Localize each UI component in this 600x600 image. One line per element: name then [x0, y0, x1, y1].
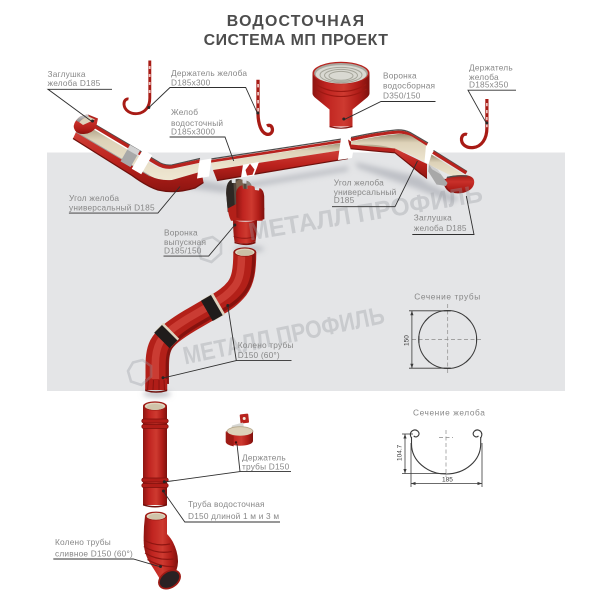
- svg-text:Держатель: Держатель: [469, 63, 513, 73]
- svg-text:Держатель: Держатель: [242, 453, 286, 463]
- svg-text:трубы D150: трубы D150: [242, 462, 290, 472]
- svg-text:104.7: 104.7: [397, 444, 404, 461]
- svg-text:Заглушка: Заглушка: [48, 69, 86, 79]
- svg-text:D185: D185: [334, 195, 355, 205]
- svg-text:Воронка: Воронка: [164, 228, 198, 238]
- svg-text:D150 длиной 1 м и 3 м: D150 длиной 1 м и 3 м: [188, 511, 279, 521]
- svg-text:D185x350: D185x350: [469, 80, 509, 90]
- svg-text:Колено трубы: Колено трубы: [55, 537, 111, 547]
- svg-text:185: 185: [442, 477, 453, 484]
- svg-text:D185x3000: D185x3000: [171, 127, 215, 137]
- svg-text:Сечение трубы: Сечение трубы: [414, 291, 480, 301]
- svg-text:выпускная: выпускная: [164, 237, 206, 247]
- svg-text:Колено трубы: Колено трубы: [238, 340, 294, 350]
- svg-text:универсальный D185: универсальный D185: [69, 203, 155, 213]
- svg-text:Воронка: Воронка: [383, 71, 417, 81]
- svg-text:Держатель желоба: Держатель желоба: [171, 68, 247, 78]
- svg-text:Сечение желоба: Сечение желоба: [413, 408, 485, 418]
- svg-text:желоба D185: желоба D185: [414, 223, 467, 233]
- svg-text:универсальный: универсальный: [334, 187, 397, 197]
- svg-text:Труба водосточная: Труба водосточная: [188, 499, 265, 509]
- svg-text:водосточный: водосточный: [171, 118, 223, 128]
- svg-text:D185x300: D185x300: [171, 78, 211, 88]
- svg-text:D185/150: D185/150: [164, 245, 202, 255]
- svg-text:D350/150: D350/150: [383, 91, 421, 101]
- svg-text:D150 (60°): D150 (60°): [238, 350, 280, 360]
- svg-text:желоба: желоба: [469, 72, 499, 82]
- svg-text:Желоб: Желоб: [171, 107, 198, 117]
- svg-text:Заглушка: Заглушка: [414, 213, 452, 223]
- svg-text:желоба D185: желоба D185: [48, 78, 101, 88]
- svg-text:Угол желоба: Угол желоба: [69, 193, 119, 203]
- svg-text:150: 150: [404, 335, 411, 346]
- svg-text:водосборная: водосборная: [383, 81, 435, 91]
- svg-text:Угол желоба: Угол желоба: [334, 178, 384, 188]
- svg-text:сливное D150 (60°): сливное D150 (60°): [55, 549, 133, 559]
